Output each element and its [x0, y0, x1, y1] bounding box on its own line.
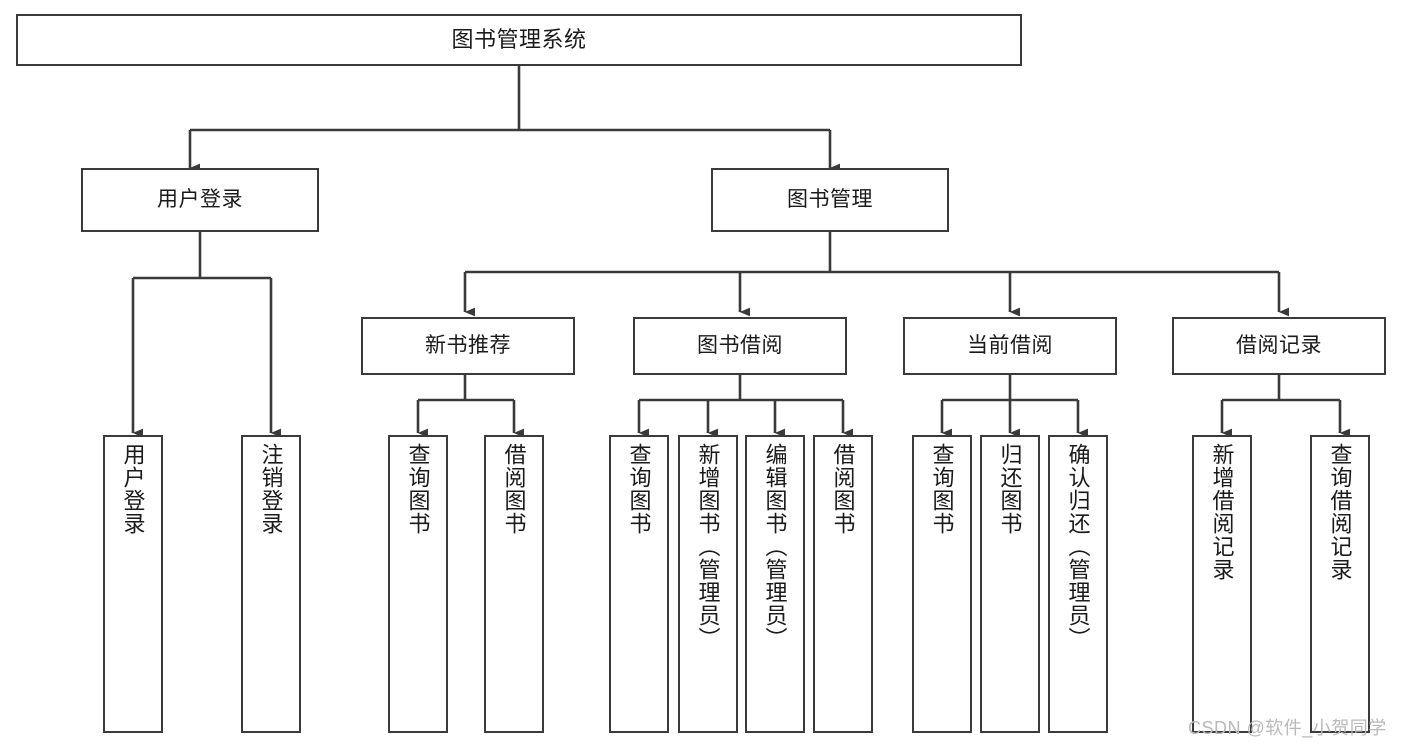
- node-label: 查询图书: [626, 443, 652, 535]
- leaf-borrow-borrow-book[interactable]: 借阅图书: [813, 435, 873, 733]
- node-book-management[interactable]: 图书管理: [711, 168, 949, 232]
- leaf-logout[interactable]: 注销登录: [241, 435, 301, 733]
- leaf-borrow-query-book[interactable]: 查询图书: [609, 435, 669, 733]
- node-label: 当前借阅: [967, 334, 1053, 358]
- leaf-record-query-record[interactable]: 查询借阅记录: [1310, 435, 1370, 733]
- node-label: 借阅图书: [830, 443, 856, 535]
- node-label: 用户登录: [157, 188, 243, 212]
- node-label: 新增图书（管理员）: [695, 443, 721, 650]
- leaf-newbook-borrow-book[interactable]: 借阅图书: [484, 435, 544, 733]
- node-label: 编辑图书（管理员）: [762, 443, 788, 650]
- node-label: 归还图书: [997, 443, 1023, 535]
- leaf-record-add-record[interactable]: 新增借阅记录: [1192, 435, 1252, 733]
- node-label: 图书管理系统: [451, 26, 587, 52]
- node-label: 确认归还（管理员）: [1065, 443, 1091, 650]
- node-root-system[interactable]: 图书管理系统: [16, 14, 1022, 66]
- node-book-borrow[interactable]: 图书借阅: [633, 317, 847, 375]
- node-label: 新增借阅记录: [1209, 443, 1235, 581]
- node-label: 借阅记录: [1236, 334, 1322, 358]
- node-label: 用户登录: [120, 443, 146, 535]
- leaf-borrow-add-book[interactable]: 新增图书（管理员）: [678, 435, 738, 733]
- node-user-login[interactable]: 用户登录: [81, 168, 319, 232]
- node-label: 借阅图书: [501, 443, 527, 535]
- node-label: 注销登录: [258, 443, 284, 535]
- leaf-current-return-book[interactable]: 归还图书: [980, 435, 1040, 733]
- node-new-book-recommend[interactable]: 新书推荐: [361, 317, 575, 375]
- node-current-borrow[interactable]: 当前借阅: [903, 317, 1117, 375]
- node-label: 查询图书: [405, 443, 431, 535]
- csdn-watermark: CSDN @软件_小贺同学: [1188, 718, 1387, 738]
- node-label: 图书管理: [787, 188, 873, 212]
- leaf-current-confirm-return[interactable]: 确认归还（管理员）: [1048, 435, 1108, 733]
- leaf-borrow-edit-book[interactable]: 编辑图书（管理员）: [745, 435, 805, 733]
- leaf-current-query-book[interactable]: 查询图书: [912, 435, 972, 733]
- leaf-user-login[interactable]: 用户登录: [103, 435, 163, 733]
- node-label: 图书借阅: [697, 334, 783, 358]
- node-label: 新书推荐: [425, 334, 511, 358]
- node-label: 查询图书: [929, 443, 955, 535]
- leaf-newbook-query-book[interactable]: 查询图书: [388, 435, 448, 733]
- node-label: 查询借阅记录: [1327, 443, 1353, 581]
- node-borrow-record[interactable]: 借阅记录: [1172, 317, 1386, 375]
